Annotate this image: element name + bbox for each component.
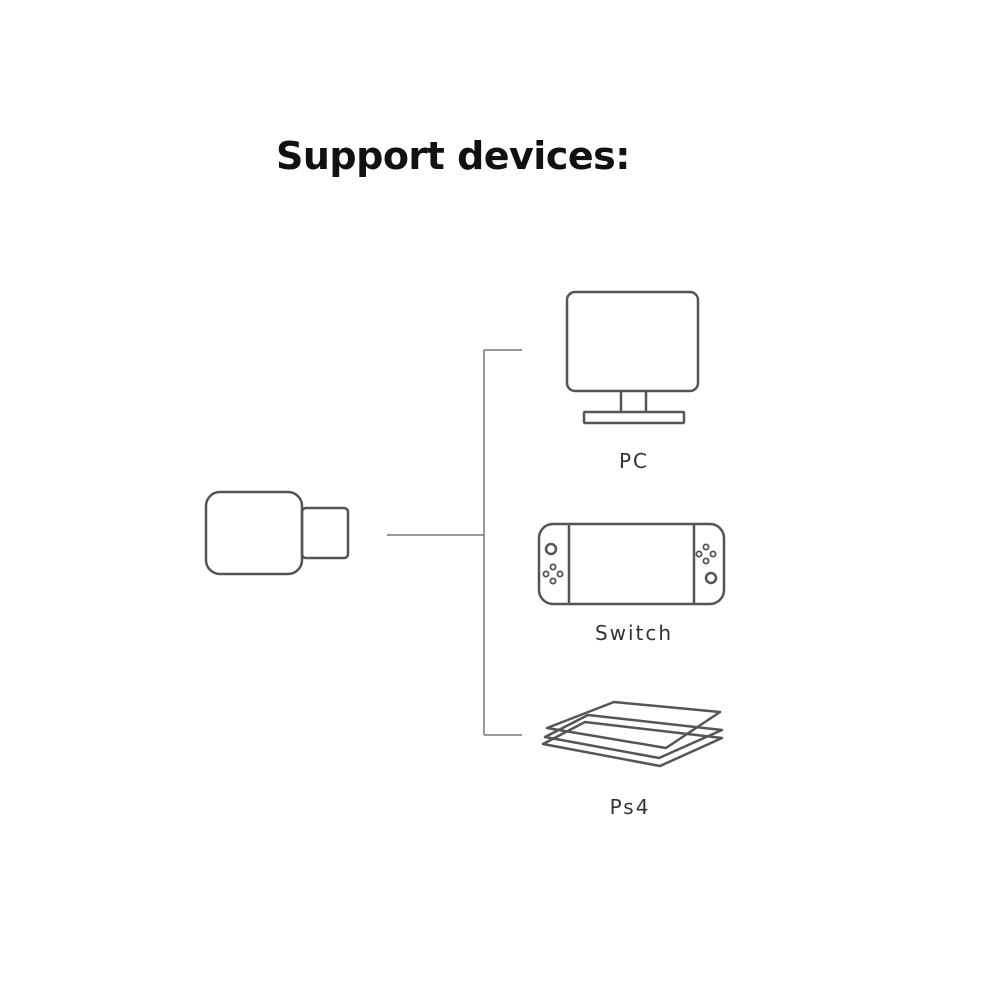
- usb-adapter-icon: [204, 490, 350, 576]
- device-label-ps4: Ps4: [609, 795, 651, 819]
- connector-lines: [387, 349, 522, 736]
- switch-console-icon: [537, 522, 726, 606]
- monitor-icon: [565, 290, 700, 425]
- ps4-console-icon: [541, 700, 724, 768]
- device-label-switch: Switch: [594, 621, 674, 645]
- device-label-pc: PC: [618, 449, 650, 473]
- page-title: Support devices:: [276, 134, 630, 178]
